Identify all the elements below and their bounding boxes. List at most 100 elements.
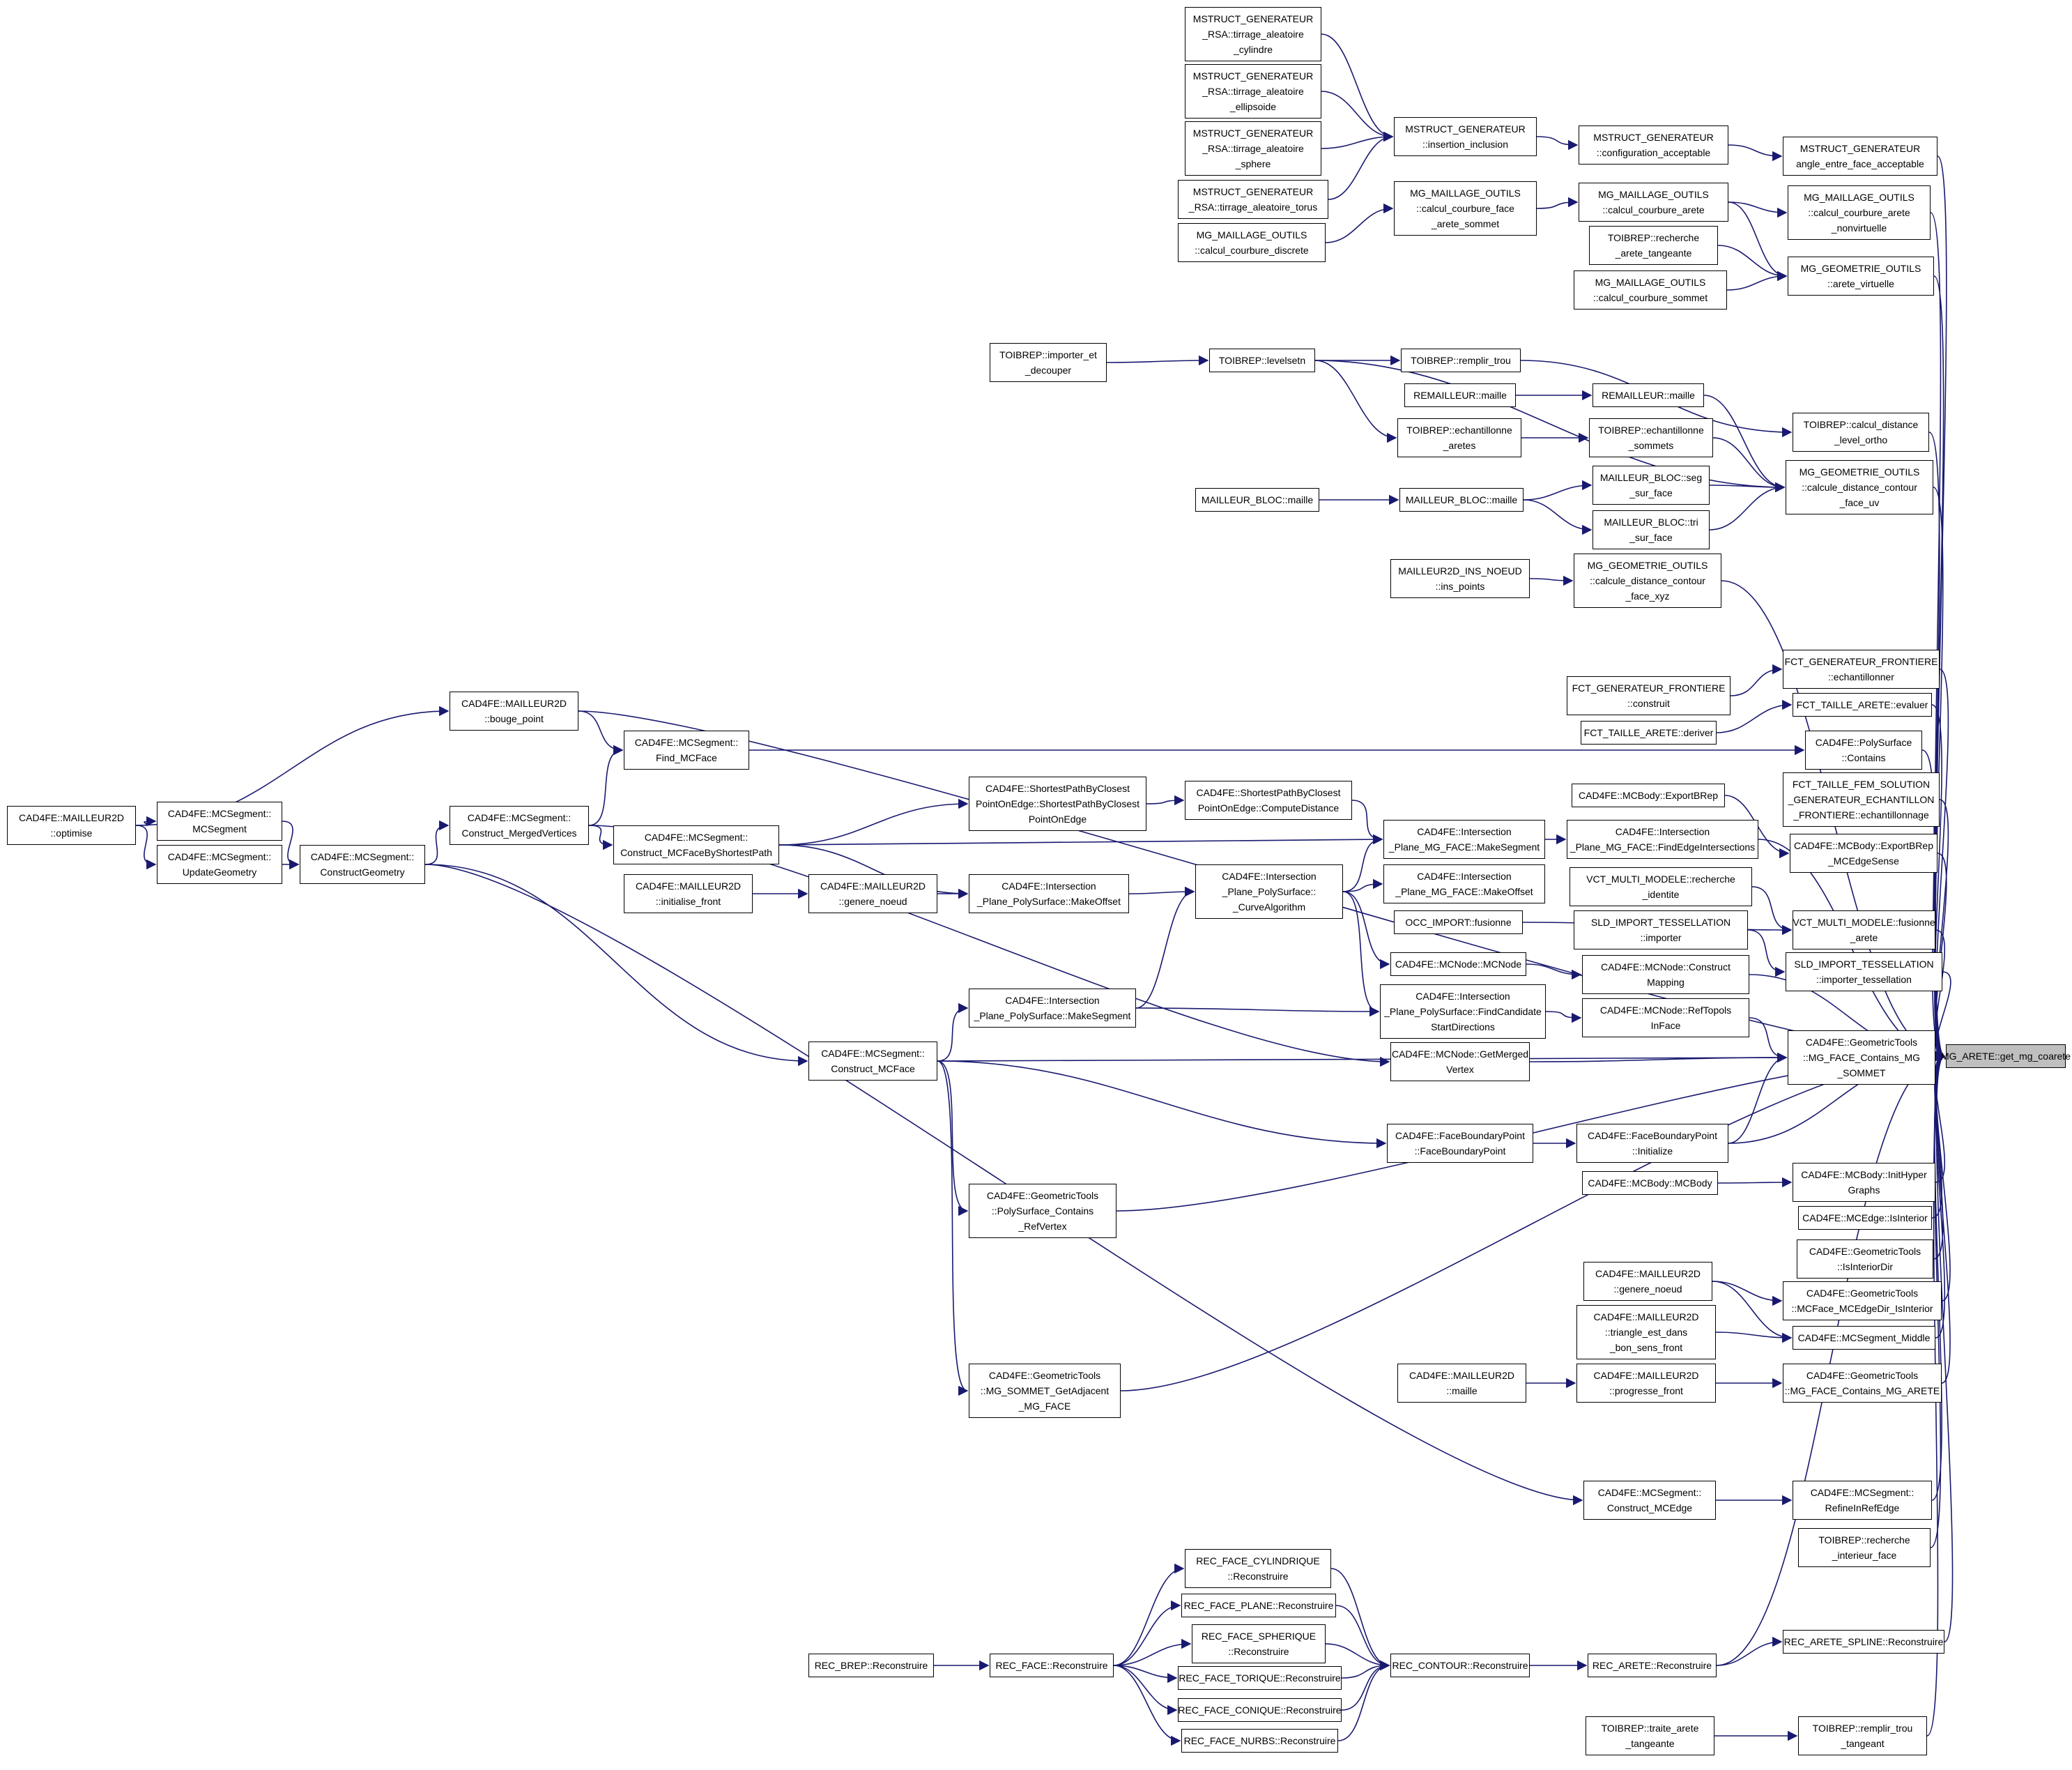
node-mg_sommet_getadjacent[interactable]: CAD4FE::GeometricTools::MG_SOMMET_GetAdj…: [969, 1364, 1121, 1418]
node-rec_arete[interactable]: REC_ARETE::Reconstruire: [1588, 1654, 1717, 1677]
node-genere_noeud_a[interactable]: CAD4FE::MAILLEUR2D::genere_noeud: [808, 874, 937, 913]
node-mailleur_bloc_maille_b[interactable]: MAILLEUR_BLOC::maille: [1399, 488, 1524, 512]
node-fgf_construit[interactable]: FCT_GENERATEUR_FRONTIERE::construit: [1567, 676, 1730, 715]
node-fbp_initialize[interactable]: CAD4FE::FaceBoundaryPoint::Initialize: [1576, 1124, 1728, 1163]
node-ipmf_makesegment[interactable]: CAD4FE::Intersection_Plane_MG_FACE::Make…: [1383, 820, 1545, 859]
node-sld_importer[interactable]: SLD_IMPORT_TESSELLATION::importer: [1574, 910, 1748, 949]
node-bouge_point[interactable]: CAD4FE::MAILLEUR2D::bouge_point: [450, 692, 578, 731]
node-triangle_est_dans[interactable]: CAD4FE::MAILLEUR2D::triangle_est_dans_bo…: [1576, 1305, 1716, 1359]
node-vct_fusionne_arete[interactable]: VCT_MULTI_MODELE::fusionne_arete: [1793, 910, 1935, 949]
node-mg_face_contains_mg_sommet[interactable]: CAD4FE::GeometricTools::MG_FACE_Contains…: [1788, 1030, 1935, 1085]
node-ipmf_findedgeintersections[interactable]: CAD4FE::Intersection_Plane_MG_FACE::Find…: [1567, 820, 1758, 859]
node-exportbrep_mcedgesense[interactable]: CAD4FE::MCBody::ExportBRep_MCEdgeSense: [1790, 834, 1937, 873]
node-sld_importer_tessellation[interactable]: SLD_IMPORT_TESSELLATION::importer_tessel…: [1786, 952, 1942, 991]
node-echantillonne_sommets[interactable]: TOIBREP::echantillonne_sommets: [1589, 418, 1713, 457]
node-label-line: _RSA::tirrage_aleatoire: [1202, 143, 1304, 154]
node-calcul_distance_level_ortho[interactable]: TOIBREP::calcul_distance_level_ortho: [1793, 413, 1929, 452]
node-importer_et_decouper[interactable]: TOIBREP::importer_et_decouper: [990, 343, 1107, 382]
node-find_mcface[interactable]: CAD4FE::MCSegment::Find_MCFace: [624, 731, 749, 770]
node-ipps_makesegment[interactable]: CAD4FE::Intersection_Plane_PolySurface::…: [969, 989, 1136, 1028]
node-courbure_arete_nonvirtuelle[interactable]: MG_MAILLAGE_OUTILS::calcul_courbure_aret…: [1788, 185, 1931, 240]
node-fta_evaluer[interactable]: FCT_TAILLE_ARETE::evaluer: [1793, 693, 1932, 717]
node-rec_face_cylindrique[interactable]: REC_FACE_CYLINDRIQUE::Reconstruire: [1185, 1549, 1331, 1588]
node-occ_fusionne[interactable]: OCC_IMPORT::fusionne: [1394, 910, 1523, 934]
node-vct_recherche_identite[interactable]: VCT_MULTI_MODELE::recherche_identite: [1570, 867, 1752, 906]
node-fts_echantillonnage[interactable]: FCT_TAILLE_FEM_SOLUTION_GENERATEUR_ECHAN…: [1783, 772, 1940, 827]
node-rsa_sphere[interactable]: MSTRUCT_GENERATEUR_RSA::tirrage_aleatoir…: [1185, 121, 1321, 176]
node-ins_points[interactable]: MAILLEUR2D_INS_NOEUD::ins_points: [1390, 559, 1530, 598]
node-echantillonne_aretes[interactable]: TOIBREP::echantillonne_aretes: [1397, 418, 1521, 457]
node-ipps_findcandidate[interactable]: CAD4FE::Intersection_Plane_PolySurface::…: [1380, 984, 1546, 1039]
node-construct_mcface_shortestpath[interactable]: CAD4FE::MCSegment::Construct_MCFaceBySho…: [613, 825, 779, 864]
node-ipps_makeoffset[interactable]: CAD4FE::Intersection_Plane_PolySurface::…: [969, 874, 1129, 913]
node-fgf_echantillonner[interactable]: FCT_GENERATEUR_FRONTIERE::echantillonner: [1783, 650, 1940, 689]
node-tri_sur_face[interactable]: MAILLEUR_BLOC::tri_sur_face: [1593, 510, 1710, 549]
node-rec_face_nurbs[interactable]: REC_FACE_NURBS::Reconstruire: [1181, 1729, 1338, 1753]
node-courbure_sommet[interactable]: MG_MAILLAGE_OUTILS::calcul_courbure_somm…: [1574, 270, 1727, 310]
node-recherche_interieur_face[interactable]: TOIBREP::recherche_interieur_face: [1798, 1528, 1931, 1567]
node-rec_face_spherique[interactable]: REC_FACE_SPHERIQUE::Reconstruire: [1192, 1624, 1326, 1663]
node-remailleur_maille_b[interactable]: REMAILLEUR::maille: [1593, 383, 1704, 407]
node-polysurface_contains[interactable]: CAD4FE::PolySurface::Contains: [1805, 731, 1922, 770]
node-ipps_curvealgorithm[interactable]: CAD4FE::Intersection_Plane_PolySurface::…: [1195, 864, 1343, 919]
node-mcface_mcedgedir_isinterior[interactable]: CAD4FE::GeometricTools::MCFace_MCEdgeDir…: [1783, 1281, 1942, 1320]
node-mcnode_ctor[interactable]: CAD4FE::MCNode::MCNode: [1390, 952, 1526, 976]
node-courbure_discrete[interactable]: MG_MAILLAGE_OUTILS::calcul_courbure_disc…: [1178, 223, 1326, 262]
node-arete_virtuelle[interactable]: MG_GEOMETRIE_OUTILS::arete_virtuelle: [1788, 257, 1934, 296]
node-courbure_face_arete_sommet[interactable]: MG_MAILLAGE_OUTILS::calcul_courbure_face…: [1394, 181, 1537, 236]
node-progresse_front[interactable]: CAD4FE::MAILLEUR2D::progresse_front: [1576, 1364, 1716, 1403]
node-rec_face_conique[interactable]: REC_FACE_CONIQUE::Reconstruire: [1178, 1698, 1342, 1722]
node-rec_face_plane[interactable]: REC_FACE_PLANE::Reconstruire: [1181, 1594, 1336, 1617]
node-rec_brep[interactable]: REC_BREP::Reconstruire: [808, 1654, 934, 1677]
node-optimise[interactable]: CAD4FE::MAILLEUR2D::optimise: [7, 806, 136, 845]
node-distance_contour_face_xyz[interactable]: MG_GEOMETRIE_OUTILS::calcule_distance_co…: [1574, 554, 1721, 608]
node-updategeometry[interactable]: CAD4FE::MCSegment::UpdateGeometry: [157, 845, 282, 884]
node-traite_arete_tangeante[interactable]: TOIBREP::traite_arete_tangeante: [1586, 1716, 1714, 1755]
node-mg_face_contains_mg_arete[interactable]: CAD4FE::GeometricTools::MG_FACE_Contains…: [1783, 1364, 1942, 1403]
node-rsa_cylindre[interactable]: MSTRUCT_GENERATEUR_RSA::tirrage_aleatoir…: [1185, 7, 1321, 61]
node-remplir_trou[interactable]: TOIBREP::remplir_trou: [1401, 349, 1521, 372]
node-mcsegment_ctor[interactable]: CAD4FE::MCSegment::MCSegment: [157, 802, 282, 841]
node-configuration_acceptable[interactable]: MSTRUCT_GENERATEUR::configuration_accept…: [1579, 125, 1728, 165]
node-rsa_torus[interactable]: MSTRUCT_GENERATEUR_RSA::tirrage_aleatoir…: [1178, 180, 1328, 219]
node-rsa_ellipsoide[interactable]: MSTRUCT_GENERATEUR_RSA::tirrage_aleatoir…: [1185, 64, 1321, 119]
node-refineinrefedge[interactable]: CAD4FE::MCSegment::RefineInRefEdge: [1793, 1481, 1932, 1520]
node-construct_mcedge[interactable]: CAD4FE::MCSegment::Construct_MCEdge: [1583, 1481, 1716, 1520]
node-remailleur_maille_a[interactable]: REMAILLEUR::maille: [1404, 383, 1516, 407]
node-construct_mcface[interactable]: CAD4FE::MCSegment::Construct_MCFace: [808, 1042, 937, 1081]
node-rec_face[interactable]: REC_FACE::Reconstruire: [990, 1654, 1114, 1677]
node-fbp_ctor[interactable]: CAD4FE::FaceBoundaryPoint::FaceBoundaryP…: [1387, 1124, 1533, 1163]
node-courbure_arete[interactable]: MG_MAILLAGE_OUTILS::calcul_courbure_aret…: [1579, 183, 1728, 222]
node-label-line: PointOnEdge::ShortestPathByClosest: [975, 798, 1140, 809]
node-mailleur2d_maille[interactable]: CAD4FE::MAILLEUR2D::maille: [1397, 1364, 1526, 1403]
node-genere_noeud_b[interactable]: CAD4FE::MAILLEUR2D::genere_noeud: [1583, 1262, 1712, 1301]
node-rec_face_torique[interactable]: REC_FACE_TORIQUE::Reconstruire: [1178, 1666, 1342, 1690]
node-levelsetn[interactable]: TOIBREP::levelsetn: [1209, 349, 1315, 372]
node-rec_arete_spline[interactable]: REC_ARETE_SPLINE::Reconstruire: [1783, 1630, 1944, 1654]
node-recherche_arete_tangeante[interactable]: TOIBREP::recherche_arete_tangeante: [1589, 226, 1718, 265]
node-remplir_trou_tangeant[interactable]: TOIBREP::remplir_trou_tangeant: [1798, 1716, 1927, 1755]
node-construct_mergedvertices[interactable]: CAD4FE::MCSegment::Construct_MergedVerti…: [450, 806, 589, 845]
node-constructgeometry[interactable]: CAD4FE::MCSegment::ConstructGeometry: [300, 845, 425, 884]
node-distance_contour_face_uv[interactable]: MG_GEOMETRIE_OUTILS::calcule_distance_co…: [1786, 460, 1933, 514]
node-ipmf_makeoffset[interactable]: CAD4FE::Intersection_Plane_MG_FACE::Make…: [1383, 864, 1545, 903]
node-mailleur_bloc_maille_a[interactable]: MAILLEUR_BLOC::maille: [1195, 488, 1319, 512]
node-insertion_inclusion[interactable]: MSTRUCT_GENERATEUR::insertion_inclusion: [1394, 117, 1537, 156]
node-fta_deriver[interactable]: FCT_TAILLE_ARETE::deriver: [1581, 721, 1717, 745]
node-seg_sur_face[interactable]: MAILLEUR_BLOC::seg_sur_face: [1593, 466, 1710, 505]
node-rec_contour[interactable]: REC_CONTOUR::Reconstruire: [1390, 1654, 1530, 1677]
node-mcsegment_middle[interactable]: CAD4FE::MCSegment_Middle: [1793, 1326, 1935, 1350]
node-isinteriordir[interactable]: CAD4FE::GeometricTools::IsInteriorDir: [1797, 1239, 1933, 1279]
node-polysurface_contains_refvertex[interactable]: CAD4FE::GeometricTools::PolySurface_Cont…: [969, 1184, 1116, 1238]
node-mcbody_exportbrep[interactable]: CAD4FE::MCBody::ExportBRep: [1572, 784, 1725, 807]
node-mcbody_ctor[interactable]: CAD4FE::MCBody::MCBody: [1582, 1171, 1718, 1195]
node-mcedge_isinterior[interactable]: CAD4FE::MCEdge::IsInterior: [1798, 1206, 1932, 1230]
node-initialise_front[interactable]: CAD4FE::MAILLEUR2D::initialise_front: [624, 874, 753, 913]
